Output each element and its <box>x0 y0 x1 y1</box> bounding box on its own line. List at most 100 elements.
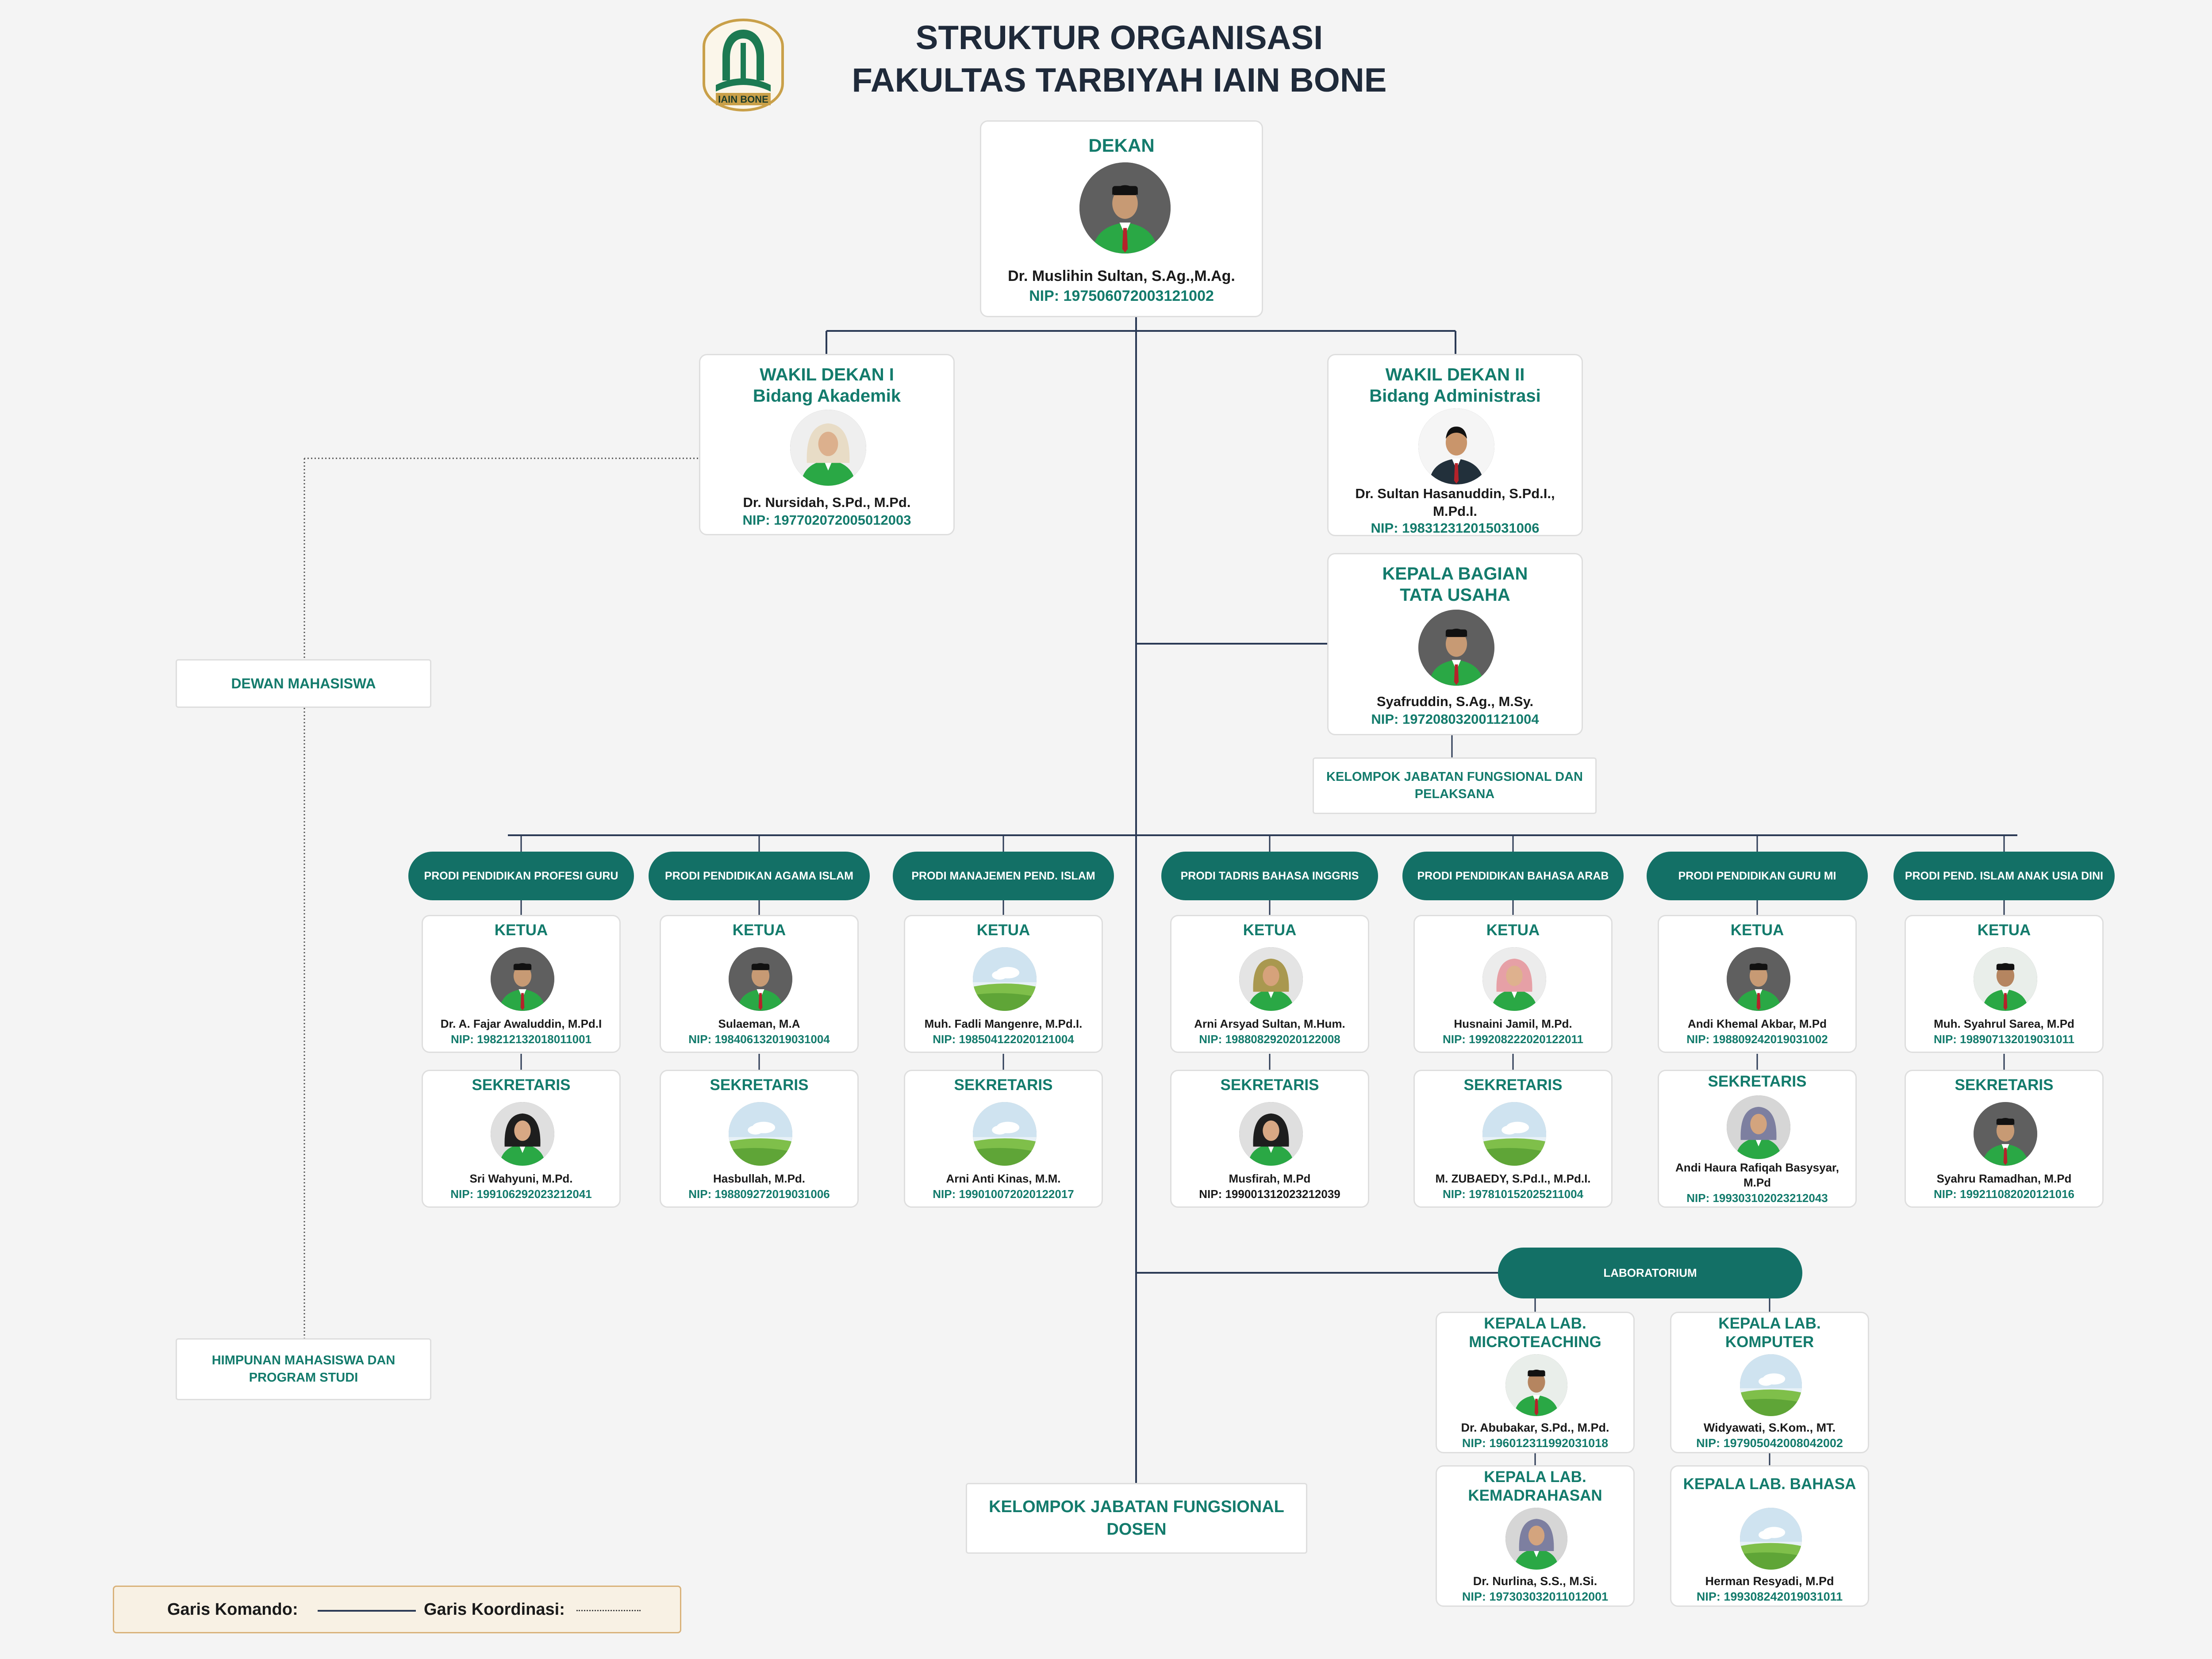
prodi-5-ketua-nip: NIP: 198809242019031002 <box>1686 1033 1828 1046</box>
prodi-2-ketua-name: Muh. Fadli Mangenre, M.Pd.I. <box>924 1017 1083 1030</box>
prodi-4-sekretaris-photo <box>1482 1102 1546 1166</box>
dekan-photo <box>1079 162 1171 253</box>
prodi-2-ketua-role: KETUA <box>976 922 1030 939</box>
prodi-1-sekretaris-name: Hasbullah, M.Pd. <box>713 1172 806 1185</box>
lab-bahasa-card: KEPALA LAB. BAHASA Herman Resyadi, M.Pd … <box>1670 1465 1869 1607</box>
lab-microteaching-name: Dr. Abubakar, S.Pd., M.Pd. <box>1461 1421 1609 1434</box>
prodi-5-ketua-role: KETUA <box>1730 922 1784 939</box>
prodi-pill-4: PRODI PENDIDIKAN BAHASA ARAB <box>1402 852 1624 900</box>
prodi-3-ketua-role: KETUA <box>1243 922 1297 939</box>
prodi-2-ketua-photo <box>973 947 1037 1011</box>
legend-komando-line <box>318 1610 416 1612</box>
prodi-2-sekretaris-card: SEKRETARIS Arni Anti Kinas, M.M. NIP: 1990… <box>904 1070 1103 1208</box>
laboratorium-pill: LABORATORIUM <box>1498 1248 1802 1298</box>
lab-microteaching-photo <box>1505 1354 1567 1416</box>
wakil-dekan-2-nip: NIP: 198312312015031006 <box>1371 520 1540 536</box>
dekan-role: DEKAN <box>1088 135 1155 156</box>
prodi-5-sekretaris-role: SEKRETARIS <box>1708 1073 1807 1090</box>
prodi-3-sekretaris-photo <box>1239 1102 1303 1166</box>
kjf-dosen-box: KELOMPOK JABATAN FUNGSIONAL DOSEN <box>966 1483 1307 1554</box>
dewan-mahasiswa-box: DEWAN MAHASISWA <box>176 659 431 708</box>
prodi-pill-1: PRODI PENDIDIKAN AGAMA ISLAM <box>649 852 870 900</box>
lab-komputer-photo <box>1740 1354 1802 1416</box>
prodi-2-sekretaris-nip: NIP: 199010072020122017 <box>933 1187 1074 1201</box>
wakil-dekan-1-bidang: Bidang Akademik <box>753 386 901 406</box>
lab-kemadrahasan-name: Dr. Nurlina, S.S., M.Si. <box>1473 1575 1598 1588</box>
prodi-1-ketua-nip: NIP: 198406132019031004 <box>688 1033 830 1046</box>
lab-komputer-nip: NIP: 197905042008042002 <box>1696 1436 1843 1450</box>
prodi-4-sekretaris-name: M. ZUBAEDY, S.Pd.I., M.Pd.I. <box>1435 1172 1591 1185</box>
kabag-tu-photo <box>1418 610 1494 686</box>
lab-kemadrahasan-role-cont: KEMADRAHASAN <box>1468 1487 1602 1504</box>
prodi-pill-2: PRODI MANAJEMEN PEND. ISLAM <box>893 852 1114 900</box>
kabag-tu-card: KEPALA BAGIAN TATA USAHA Syafruddin, S.A… <box>1327 553 1583 735</box>
legend: Garis Komando: Garis Koordinasi: <box>113 1586 681 1633</box>
lab-bahasa-nip: NIP: 199308242019031011 <box>1696 1590 1843 1603</box>
lab-bahasa-role: KEPALA LAB. BAHASA <box>1683 1475 1856 1493</box>
prodi-2-sekretaris-role: SEKRETARIS <box>954 1076 1053 1094</box>
prodi-3-ketua-nip: NIP: 198808292020122008 <box>1199 1033 1340 1046</box>
legend-komando-label: Garis Komando: <box>167 1600 298 1619</box>
lab-komputer-name: Widyawati, S.Kom., MT. <box>1703 1421 1836 1434</box>
iain-bone-logo: IAIN BONE <box>703 19 784 111</box>
lab-kemadrahasan-photo <box>1505 1508 1567 1570</box>
wakil-dekan-1-role: WAKIL DEKAN I <box>760 365 894 384</box>
prodi-6-sekretaris-nip: NIP: 199211082020121016 <box>1933 1187 2075 1201</box>
kjf-pelaksana-box: KELOMPOK JABATAN FUNGSIONAL DAN PELAKSAN… <box>1313 757 1597 814</box>
prodi-1-sekretaris-nip: NIP: 198809272019031006 <box>688 1187 830 1201</box>
prodi-1-ketua-card: KETUA Sulaeman, M.A NIP: 19840613201903100… <box>660 915 859 1053</box>
prodi-3-ketua-card: KETUA Arni Arsyad Sultan, M.Hum. NIP: 1988… <box>1170 915 1369 1053</box>
prodi-3-sekretaris-nip: NIP: 199001312023212039 <box>1199 1187 1340 1201</box>
lab-microteaching-role: KEPALA LAB. <box>1484 1315 1586 1332</box>
prodi-5-sekretaris-nip: NIP: 199303102023212043 <box>1686 1191 1828 1205</box>
prodi-5-sekretaris-name: Andi Haura Rafiqah Basysyar, <box>1675 1161 1839 1174</box>
prodi-0-sekretaris-role: SEKRETARIS <box>472 1076 571 1094</box>
lab-kemadrahasan-role: KEPALA LAB. <box>1484 1468 1586 1486</box>
wakil-dekan-2-role: WAKIL DEKAN II <box>1385 365 1525 384</box>
dekan-name: Dr. Muslihin Sultan, S.Ag.,M.Ag. <box>1008 268 1235 284</box>
wakil-dekan-1-nip: NIP: 197702072005012003 <box>742 512 911 528</box>
prodi-3-ketua-photo <box>1239 947 1303 1011</box>
prodi-3-ketua-name: Arni Arsyad Sultan, M.Hum. <box>1194 1017 1345 1030</box>
chart-title-line1: STRUKTUR ORGANISASI <box>915 19 1323 57</box>
prodi-5-ketua-photo <box>1727 947 1790 1011</box>
prodi-6-ketua-nip: NIP: 198907132019031011 <box>1933 1033 2075 1046</box>
dekan-nip: NIP: 197506072003121002 <box>1029 288 1214 304</box>
lab-kemadrahasan-nip: NIP: 197303032011012001 <box>1462 1590 1609 1603</box>
lab-komputer-role: KEPALA LAB. <box>1718 1315 1821 1332</box>
wakil-dekan-2-bidang: Bidang Administrasi <box>1369 386 1541 406</box>
prodi-1-sekretaris-role: SEKRETARIS <box>710 1076 809 1094</box>
wakil-dekan-2-card: WAKIL DEKAN II Bidang Administrasi Dr. S… <box>1327 354 1583 536</box>
prodi-0-ketua-photo <box>491 947 554 1011</box>
kjf-pelaksana-line2: PELAKSANA <box>1414 787 1495 801</box>
lab-kemadrahasan-card: KEPALA LAB. KEMADRAHASAN Dr. Nurlina, S.… <box>1436 1465 1635 1607</box>
legend-koordinasi-label: Garis Koordinasi: <box>424 1600 565 1619</box>
prodi-1-ketua-role: KETUA <box>732 922 786 939</box>
prodi-1-ketua-name: Sulaeman, M.A <box>718 1017 800 1030</box>
prodi-4-ketua-role: KETUA <box>1486 922 1540 939</box>
chart-title-line2: FAKULTAS TARBIYAH IAIN BONE <box>852 61 1387 99</box>
prodi-4-ketua-photo <box>1482 947 1546 1011</box>
prodi-2-sekretaris-name: Arni Anti Kinas, M.M. <box>946 1172 1061 1185</box>
himpunan-line2: PROGRAM STUDI <box>249 1371 358 1385</box>
prodi-6-ketua-photo <box>1974 947 2037 1011</box>
wakil-dekan-1-name: Dr. Nursidah, S.Pd., M.Pd. <box>743 495 911 510</box>
prodi-5-ketua-name: Andi Khemal Akbar, M.Pd <box>1688 1017 1827 1030</box>
prodi-0-sekretaris-nip: NIP: 199106292023212041 <box>450 1187 592 1201</box>
prodi-6-sekretaris-name: Syahru Ramadhan, M.Pd <box>1936 1172 2072 1185</box>
dekan-card: DEKAN Dr. Muslihin Sultan, S.Ag.,M.Ag. N… <box>980 120 1263 317</box>
prodi-6-sekretaris-role: SEKRETARIS <box>1955 1076 2054 1094</box>
prodi-1-ketua-photo <box>729 947 792 1011</box>
prodi-2-sekretaris-photo <box>973 1102 1037 1166</box>
lab-microteaching-nip: NIP: 196012311992031018 <box>1462 1436 1609 1450</box>
prodi-6-ketua-role: KETUA <box>1977 922 2031 939</box>
prodi-pill-5: PRODI PENDIDIKAN GURU MI <box>1647 852 1868 900</box>
prodi-0-ketua-role: KETUA <box>494 922 548 939</box>
prodi-1-sekretaris-card: SEKRETARIS Hasbullah, M.Pd. NIP: 198809272… <box>660 1070 859 1208</box>
kjf-dosen-line2: DOSEN <box>1106 1520 1167 1539</box>
